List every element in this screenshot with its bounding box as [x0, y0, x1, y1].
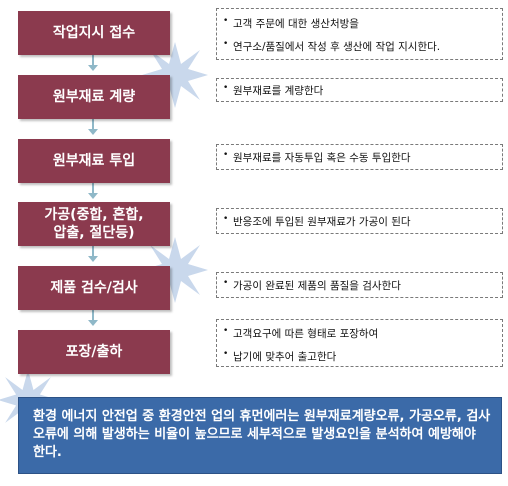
flow-arrowhead [88, 320, 98, 326]
step-label-line: 압출, 절단등) [53, 225, 135, 241]
flow-connector [92, 119, 94, 131]
bullet-icon: • [223, 39, 229, 49]
summary-text: 환경 에너지 안전업 중 환경안전 업의 휴먼에러는 원부재료계량오류, 가공오… [33, 409, 491, 460]
bullet-icon: • [223, 16, 229, 26]
step-weighing: 원부재료 계량 [18, 75, 170, 119]
flow-arrowhead [88, 129, 98, 135]
step-label: 원부재료 투입 [52, 153, 136, 169]
bullet-icon: • [223, 326, 229, 336]
description-line: •가공이 완료된 제품의 품질을 검사한다 [223, 278, 401, 292]
step-packing-shipping: 포장/출하 [18, 330, 170, 374]
description-line: •고객요구에 따른 형태로 포장하여 [223, 326, 379, 340]
flow-arrowhead [88, 65, 98, 71]
flow-connector [92, 310, 94, 322]
bullet-icon: • [223, 214, 229, 224]
step-inspection: 제품 검수/검사 [18, 266, 170, 310]
step-label: 원부재료 계량 [52, 89, 136, 105]
flow-arrowhead [88, 193, 98, 199]
flow-connector [92, 246, 94, 258]
step-label: 제품 검수/검사 [50, 280, 138, 296]
step-input: 원부재료 투입 [18, 139, 170, 183]
step-label-line: 가공(중합, 혼합, [44, 207, 144, 223]
step-processing: 가공(중합, 혼합, 압출, 절단등) [18, 202, 170, 246]
step-description: •원부재료를 계량한다 [216, 78, 503, 102]
description-line: •납기에 맞추어 출고한다 [223, 349, 337, 363]
bullet-icon: • [223, 150, 229, 160]
bullet-icon: • [223, 83, 229, 93]
description-line: •고객 주문에 대한 생산처방을 [223, 16, 359, 30]
step-label: 작업지시 접수 [52, 25, 136, 41]
step-label: 포장/출하 [65, 344, 123, 360]
bullet-icon: • [223, 349, 229, 359]
description-line: •원부재료를 자동투입 혹은 수동 투입한다 [223, 150, 411, 164]
step-description: •원부재료를 자동투입 혹은 수동 투입한다 [216, 144, 503, 170]
step-description: •고객 주문에 대한 생산처방을 •연구소/품질에서 작성 후 생산에 작업 지… [216, 8, 503, 60]
step-description: •가공이 완료된 제품의 품질을 검사한다 [216, 272, 503, 298]
step-work-order: 작업지시 접수 [18, 11, 170, 55]
flow-connector [92, 55, 94, 67]
step-description: •반응조에 투입된 원부재료가 가공이 된다 [216, 208, 503, 234]
flow-connector [92, 183, 94, 195]
summary-note: 환경 에너지 안전업 중 환경안전 업의 휴먼에러는 원부재료계량오류, 가공오… [18, 397, 502, 474]
step-description: •고객요구에 따른 형태로 포장하여 •납기에 맞추어 출고한다 [216, 319, 503, 367]
bullet-icon: • [223, 278, 229, 288]
description-line: •반응조에 투입된 원부재료가 가공이 된다 [223, 214, 411, 228]
flow-arrowhead [88, 256, 98, 262]
description-line: •원부재료를 계량한다 [223, 83, 324, 97]
description-line: •연구소/품질에서 작성 후 생산에 작업 지시한다. [223, 39, 441, 53]
